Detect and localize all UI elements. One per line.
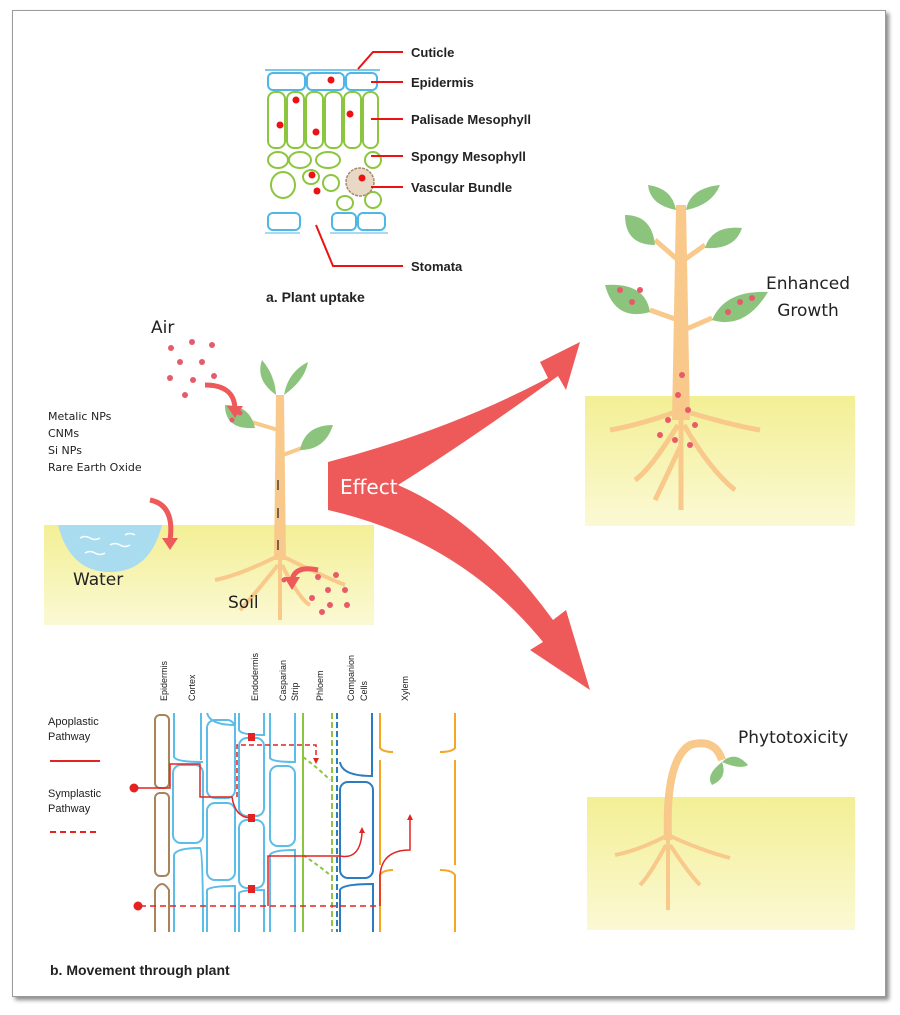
soil-region-phytotoxicity [587, 797, 855, 930]
np-type-3: Si NPs [48, 444, 82, 457]
wilted-plant [614, 739, 748, 910]
pathway-lines [134, 744, 411, 907]
label-soil: Soil [228, 593, 259, 613]
tissue-strip: Strip [290, 682, 300, 701]
label-spongy-mesophyll: Spongy Mesophyll [411, 149, 526, 164]
tissue-labels: Epidermis Cortex Endodermis Casparian St… [159, 652, 410, 701]
tissue-xylem: Xylem [400, 676, 410, 701]
label-palisade-mesophyll: Palisade Mesophyll [411, 112, 531, 127]
air-nanoparticles [167, 339, 217, 398]
label-phytotoxicity: Phytotoxicity [738, 728, 848, 748]
soil-nanoparticles [309, 572, 350, 615]
tissue-endodermis: Endodermis [250, 652, 260, 701]
tissue-casparian: Casparian [278, 660, 288, 701]
legend-symplastic-line1: Symplastic [48, 788, 102, 800]
water-arrow [149, 497, 174, 541]
tissue-companion: Companion [346, 655, 356, 701]
tissue-cortex: Cortex [187, 674, 197, 701]
root-tissue-cells [154, 712, 456, 933]
label-growth: Growth [777, 301, 839, 321]
panel-b-title: b. Movement through plant [50, 962, 230, 978]
tissue-phloem: Phloem [315, 670, 325, 701]
label-cuticle: Cuticle [411, 45, 454, 60]
label-water: Water [73, 570, 123, 590]
label-epidermis: Epidermis [411, 75, 474, 90]
healthy-plant [605, 185, 768, 510]
np-type-4: Rare Earth Oxide [48, 461, 142, 474]
soil-region-enhanced [585, 396, 855, 526]
tissue-epidermis: Epidermis [159, 660, 169, 701]
np-type-1: Metalic NPs [48, 410, 112, 423]
label-stomata: Stomata [411, 259, 463, 274]
pathway-markers [129, 733, 413, 911]
np-type-2: CNMs [48, 427, 79, 440]
legend-apoplastic-line2: Pathway [48, 731, 91, 743]
tissue-cells: Cells [359, 680, 369, 701]
label-vascular-bundle: Vascular Bundle [411, 180, 512, 195]
label-air: Air [151, 318, 174, 338]
leaf-cross-section [265, 51, 403, 267]
effect-arrow [328, 342, 590, 690]
panel-a-title: a. Plant uptake [266, 289, 365, 305]
label-effect: Effect [340, 475, 398, 499]
label-enhanced: Enhanced [766, 274, 850, 294]
legend-symplastic-line2: Pathway [48, 803, 91, 815]
legend-apoplastic-line1: Apoplastic [48, 716, 99, 728]
